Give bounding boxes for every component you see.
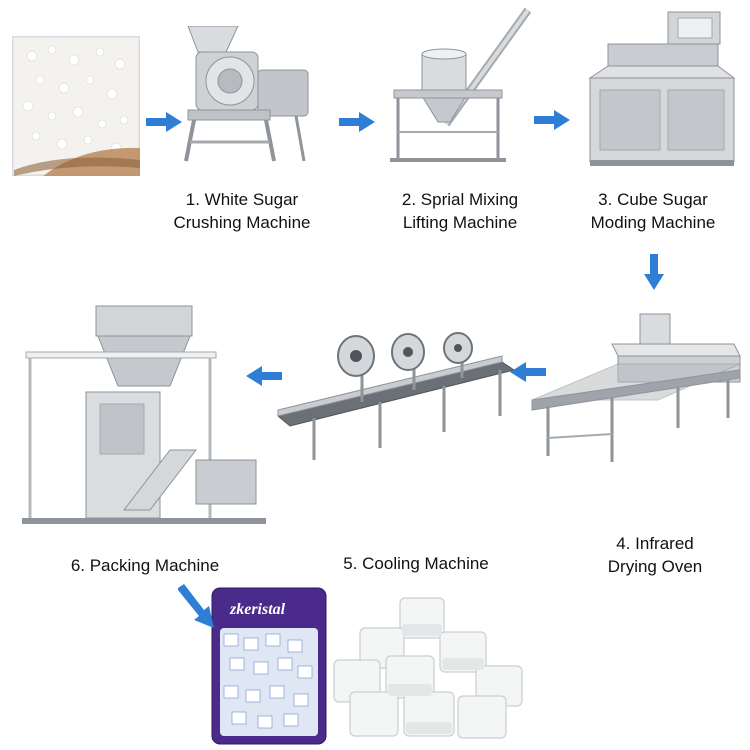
sugar-package-image: zkeristal bbox=[211, 587, 327, 745]
arrow-right-icon bbox=[534, 110, 570, 130]
arrow-left-icon bbox=[510, 362, 546, 382]
sugar-cubes-image bbox=[333, 597, 523, 739]
cooling-machine-image bbox=[276, 332, 516, 460]
arrow-right-icon bbox=[146, 112, 182, 132]
step-6-label: 6. Packing Machine bbox=[70, 556, 220, 575]
crushing-machine-image bbox=[184, 26, 309, 162]
arrow-down-icon bbox=[644, 254, 664, 290]
arrow-left-icon bbox=[246, 366, 282, 386]
infrared-drying-oven-image bbox=[531, 313, 741, 462]
white-sugar-photo bbox=[12, 36, 140, 176]
arrow-right-icon bbox=[339, 112, 375, 132]
spiral-mixing-lifting-machine-image bbox=[390, 7, 532, 162]
cube-sugar-moulding-machine-image bbox=[588, 11, 736, 166]
package-brand-label: zkeristal bbox=[229, 601, 286, 618]
step-5-label: 5. Cooling Machine bbox=[343, 554, 489, 573]
arrow-diagonal-icon bbox=[178, 584, 214, 628]
packing-machine-image bbox=[22, 305, 266, 524]
